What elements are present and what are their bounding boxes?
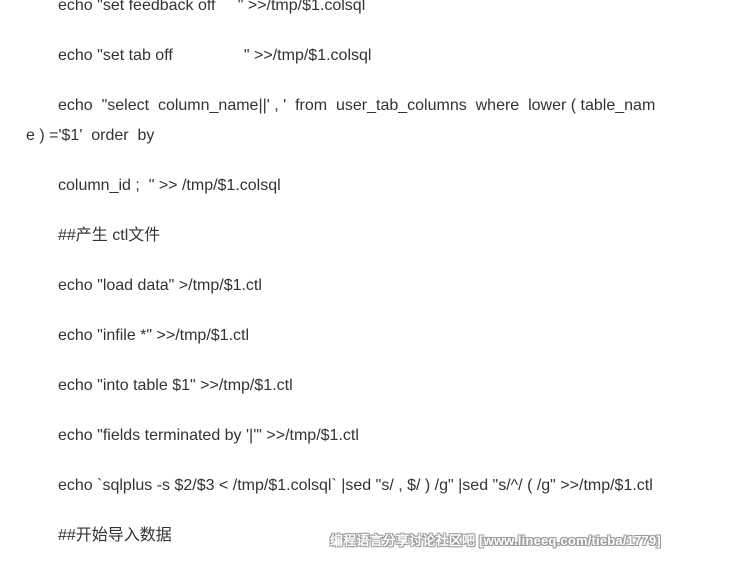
code-line-continuation: e ) ='$1' order by (26, 127, 155, 144)
code-line: echo "infile *" >>/tmp/$1.ctl (58, 327, 250, 344)
comment-line: ##产生 ctl文件 (58, 227, 161, 244)
code-line: echo "set feedback off " >>/tmp/$1.colsq… (58, 0, 366, 14)
code-line: echo "into table $1" >>/tmp/$1.ctl (58, 377, 293, 394)
code-line: echo `sqlplus -s $2/$3 < /tmp/$1.colsql`… (58, 477, 653, 494)
comment-line: ##开始导入数据 (58, 527, 172, 544)
code-line: echo "select column_name||' , ' from use… (58, 97, 656, 114)
watermark: 编程语言分享讨论社区吧 [www.lineeq.com/tieba/1779] (330, 533, 661, 548)
code-line: column_id ; " >> /tmp/$1.colsql (58, 177, 281, 194)
code-line: echo "load data" >/tmp/$1.ctl (58, 277, 262, 294)
code-line: echo "set tab off " >>/tmp/$1.colsql (58, 47, 372, 64)
code-line: echo "fields terminated by '|'" >>/tmp/$… (58, 427, 359, 444)
